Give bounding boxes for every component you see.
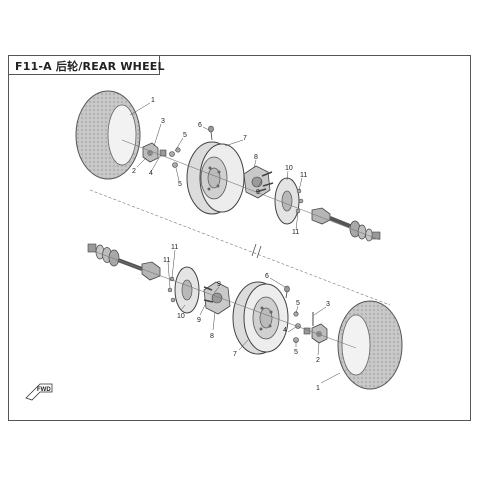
- callout-upper-6: 6: [198, 122, 202, 129]
- brake-disc-lower: [167, 266, 200, 314]
- callout-upper-3: 3: [161, 118, 165, 125]
- callout-upper-11a: 11: [300, 172, 307, 179]
- callout-upper-9: 9: [256, 189, 260, 196]
- callouts-lower: 11 11 10 9 8 9 6 7 3 5 5 4 2 1: [163, 244, 330, 392]
- fwd-arrow-icon: FWD: [25, 383, 53, 401]
- callout-lower-4: 4: [283, 327, 287, 334]
- hub-nut-upper: [142, 142, 181, 168]
- drive-shaft-upper: [311, 207, 381, 242]
- callout-lower-1: 1: [316, 385, 320, 392]
- diagram-frame: [8, 55, 471, 421]
- brake-disc-upper: [274, 177, 304, 225]
- hub-flange-lower: [203, 281, 231, 315]
- callout-lower-10: 10: [177, 313, 185, 320]
- callout-upper-5a: 5: [183, 132, 187, 139]
- diagram-title: F11-A 后轮/REAR WHEEL: [15, 60, 165, 73]
- fwd-label: FWD: [37, 387, 51, 393]
- callout-upper-11b: 11: [292, 229, 299, 236]
- leader-lines: [129, 102, 341, 384]
- axis-lines-upper: [89, 139, 391, 306]
- callouts-upper: 1 2 3 4 5 5 6 7 8 9 10 11 11: [132, 97, 307, 236]
- callout-lower-8: 8: [210, 333, 214, 340]
- valve-stem-upper: [208, 125, 214, 141]
- callout-upper-4: 4: [149, 170, 153, 177]
- callout-lower-11a: 11: [171, 244, 178, 251]
- callout-upper-5b: 5: [178, 181, 182, 188]
- callout-lower-9a: 9: [197, 317, 201, 324]
- callout-upper-2: 2: [132, 168, 136, 175]
- rim-lower: [232, 281, 289, 355]
- callout-lower-5b: 5: [294, 349, 298, 356]
- callout-upper-1: 1: [151, 97, 155, 104]
- callout-lower-2: 2: [316, 357, 320, 364]
- callout-lower-7: 7: [233, 351, 237, 358]
- callout-lower-9b: 9: [217, 281, 221, 288]
- drive-shaft-lower: [87, 243, 161, 281]
- tire-upper: [75, 90, 141, 180]
- tire-lower: [337, 300, 403, 390]
- callout-upper-8: 8: [254, 154, 258, 161]
- callout-upper-7: 7: [243, 135, 247, 142]
- axle-break-marker: [251, 243, 262, 259]
- hub-nut-lower: [293, 311, 328, 344]
- callout-lower-3: 3: [326, 301, 330, 308]
- valve-stem-lower: [284, 285, 290, 299]
- callout-upper-10: 10: [285, 165, 293, 172]
- callout-lower-6: 6: [265, 273, 269, 280]
- axis-lines-lower: [95, 251, 357, 349]
- title-tab: [8, 55, 160, 75]
- rim-upper: [186, 141, 245, 215]
- callout-lower-11b: 11: [163, 257, 170, 264]
- callout-lower-5a: 5: [296, 300, 300, 307]
